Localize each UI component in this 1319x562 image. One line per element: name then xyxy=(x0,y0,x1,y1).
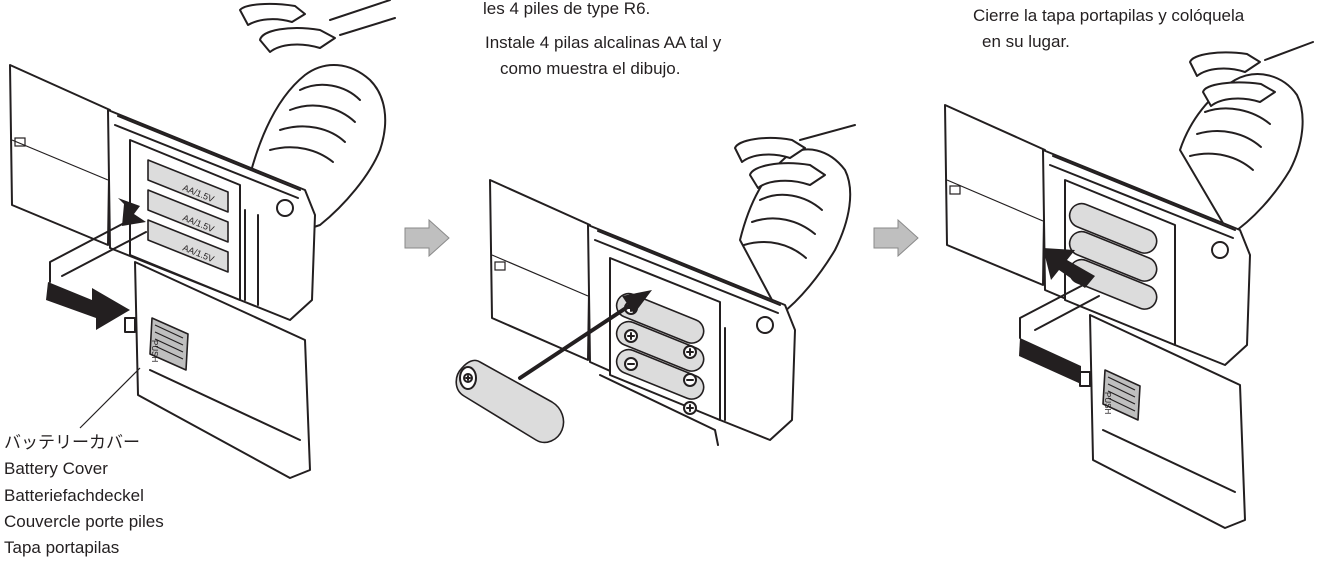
step3-line-2: en su lugar. xyxy=(982,32,1070,51)
push-text: PUSH xyxy=(1103,392,1112,414)
step-arrow-icon xyxy=(404,218,450,258)
device-top-bracket xyxy=(734,124,856,189)
step2-illustration xyxy=(455,124,856,446)
push-text: PUSH xyxy=(150,340,159,362)
battery-cover-label-en: Battery Cover xyxy=(4,459,108,478)
battery-cover-label-de: Batteriefachdeckel xyxy=(4,486,144,505)
device-top-bracket xyxy=(1189,41,1314,107)
remove-direction-arrow xyxy=(46,198,147,330)
battery-cover-label-es: Tapa portapilas xyxy=(4,538,120,557)
battery-cover-removed: PUSH xyxy=(124,261,311,479)
battery-cover-closing: PUSH xyxy=(1079,314,1246,529)
step1-illustration: AA/1.5V AA/1.5V AA/1.5V PUSH xyxy=(9,0,396,479)
step3-line-1: Cierre la tapa portapilas y colóquela xyxy=(973,6,1245,25)
battery-compartment xyxy=(1064,179,1176,346)
battery-cover-label-fr: Couvercle porte piles xyxy=(4,512,164,531)
battery-compartment: AA/1.5V AA/1.5V AA/1.5V xyxy=(129,139,241,301)
step2-line-3: como muestra el dibujo. xyxy=(500,59,681,78)
step-arrow-icon xyxy=(873,218,919,258)
cover-leader-line xyxy=(79,367,141,429)
close-direction-arrow xyxy=(1019,248,1100,384)
battery-cover-label-ja: バッテリーカバー xyxy=(4,433,140,452)
step2-line-2: Instale 4 pilas alcalinas AA tal y xyxy=(485,33,722,52)
step3-illustration: PUSH xyxy=(944,41,1314,529)
step2-line-1: les 4 piles de type R6. xyxy=(483,0,651,18)
insert-direction-arrow xyxy=(518,290,652,380)
device-top-bracket xyxy=(239,0,396,53)
loose-battery xyxy=(455,359,565,444)
